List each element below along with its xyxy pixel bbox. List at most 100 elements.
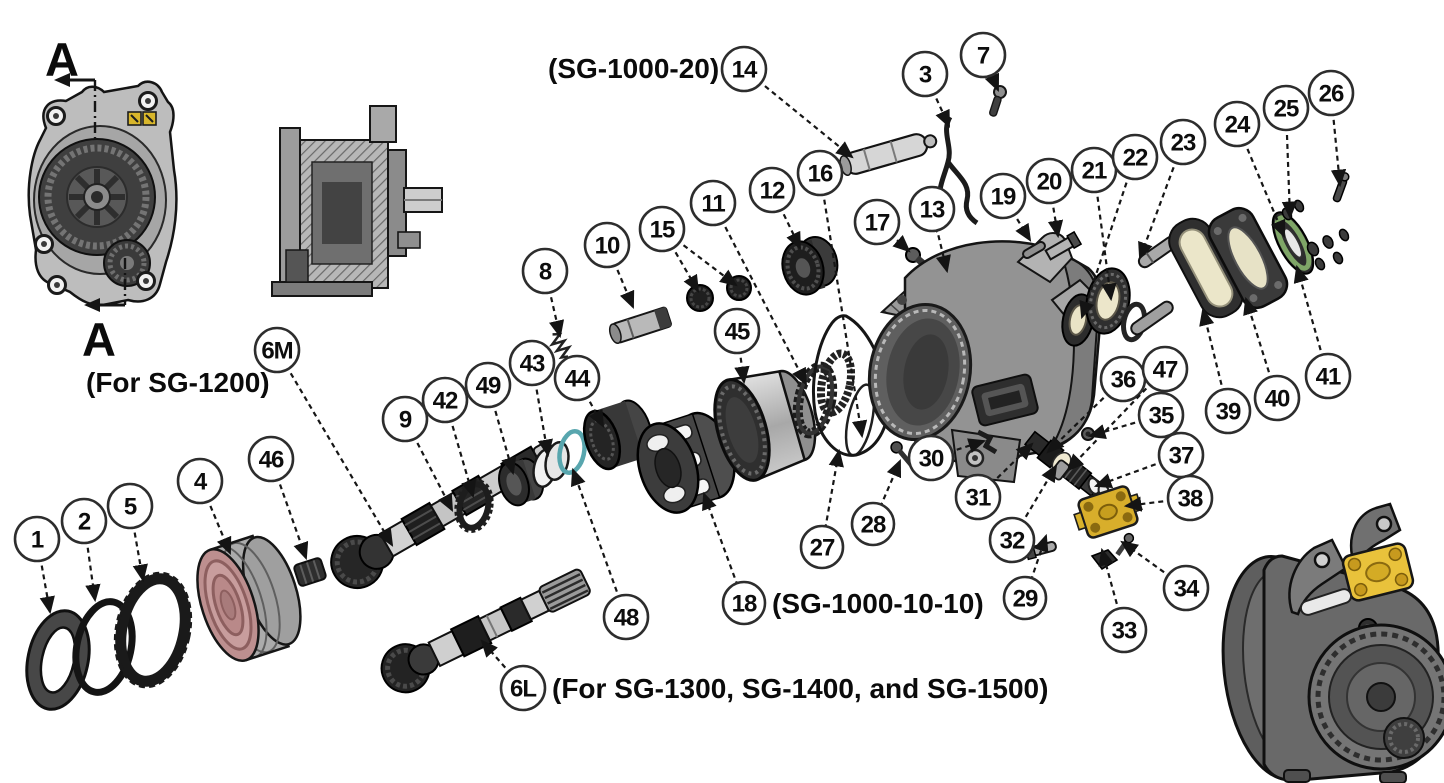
callout-circle-47 <box>1141 345 1189 393</box>
callout-circle-4 <box>176 457 224 505</box>
callout-number-16: 16 <box>808 161 833 188</box>
mount-bolts <box>34 91 158 295</box>
callout-15: 15 <box>638 205 738 293</box>
callout-circle-40 <box>1253 374 1301 422</box>
part-pin-10 <box>608 306 672 345</box>
callout-number-46: 46 <box>259 447 284 474</box>
callout-circle-1 <box>13 515 61 563</box>
callout-20: 20 <box>1025 157 1073 239</box>
callout-circle-24 <box>1213 100 1261 148</box>
callout-leader-6M <box>276 349 394 547</box>
label-for-sg-1300-1400-1500: (For SG-1300, SG-1400, and SG-1500) <box>552 673 1048 704</box>
callout-number-45: 45 <box>725 319 750 346</box>
callout-40: 40 <box>1243 296 1301 422</box>
part-valve-block-38 <box>1073 485 1143 539</box>
section-label-a-top: A <box>45 33 79 86</box>
part-oring-2 <box>72 598 136 696</box>
callout-number-6L: 6L <box>510 676 536 703</box>
callout-33: 33 <box>1098 547 1148 654</box>
callout-circle-41 <box>1304 352 1352 400</box>
callout-number-40: 40 <box>1265 386 1290 413</box>
callout-27: 27 <box>799 448 845 570</box>
callout-number-20: 20 <box>1037 169 1062 196</box>
part-pinion-gears-15 <box>686 275 752 312</box>
label-sg-1000-20: (SG-1000-20) <box>548 53 719 84</box>
callout-10: 10 <box>583 221 635 310</box>
callout-number-39: 39 <box>1216 399 1241 426</box>
callout-circle-13 <box>908 185 956 233</box>
callout-31: 31 <box>954 442 1034 521</box>
callout-17: 17 <box>853 198 911 253</box>
callout-41: 41 <box>1293 264 1352 400</box>
callout-7: 7 <box>959 31 1007 93</box>
part-shaft-6l <box>380 568 591 694</box>
callout-22: 22 <box>1079 133 1159 320</box>
callout-number-29: 29 <box>1013 586 1038 613</box>
callout-circle-12 <box>748 166 796 214</box>
part-bolt-20 <box>1044 230 1083 261</box>
callout-4: 4 <box>176 457 232 556</box>
yellow-vent-detail <box>127 111 157 126</box>
callout-circle-48 <box>602 593 650 641</box>
callout-leader-42 <box>443 399 477 499</box>
part-nut-35 <box>1081 427 1095 441</box>
callout-number-34: 34 <box>1174 576 1200 603</box>
part-bearing-plate-40 <box>1207 206 1289 310</box>
part-roll-pin-23b <box>1130 300 1174 336</box>
callout-5: 5 <box>106 482 154 583</box>
callout-circle-49 <box>464 361 512 409</box>
main-gear <box>38 138 156 256</box>
callout-44: 44 <box>553 354 605 428</box>
callout-1: 1 <box>13 515 61 615</box>
callout-48: 48 <box>570 467 650 641</box>
callout-number-49: 49 <box>476 373 501 400</box>
callout-number-38: 38 <box>1178 486 1203 513</box>
callout-leader-11 <box>712 202 808 386</box>
callout-30: 30 <box>907 434 987 482</box>
callout-number-48: 48 <box>614 605 639 632</box>
part-elbow-30 <box>976 429 998 455</box>
callout-46: 46 <box>247 435 309 561</box>
callout-circle-32 <box>988 516 1036 564</box>
callout-25: 25 <box>1262 84 1310 220</box>
callout-23: 23 <box>1138 118 1207 261</box>
callout-number-1: 1 <box>31 527 44 554</box>
callout-16: 16 <box>796 149 868 439</box>
assembled-view-rear <box>1221 502 1444 783</box>
callout-circle-6M <box>253 326 301 374</box>
callout-42: 42 <box>421 376 477 499</box>
callout-28: 28 <box>850 458 902 547</box>
callout-6L: 6L <box>480 639 547 712</box>
callout-leader-15 <box>661 228 738 287</box>
callout-number-25: 25 <box>1274 96 1299 123</box>
callout-24: 24 <box>1213 100 1286 239</box>
callout-circle-8 <box>521 247 569 295</box>
callout-number-8: 8 <box>539 259 552 286</box>
callout-circle-34 <box>1162 564 1210 612</box>
callout-circle-7 <box>959 31 1007 79</box>
callout-number-7: 7 <box>977 43 990 70</box>
callout-circle-6L <box>499 664 547 712</box>
callout-number-36: 36 <box>1111 367 1136 394</box>
callout-number-37: 37 <box>1169 443 1194 470</box>
callout-18: 18 <box>702 491 767 626</box>
callout-number-44: 44 <box>565 366 591 393</box>
callout-6M: 6M <box>253 326 394 547</box>
callout-circle-14 <box>720 45 768 93</box>
callout-14: 14 <box>720 45 854 159</box>
callout-circle-23 <box>1159 118 1207 166</box>
callout-number-17: 17 <box>865 210 890 237</box>
part-small-hardware <box>1281 199 1350 271</box>
callout-circle-30 <box>907 434 955 482</box>
callout-circle-42 <box>421 376 469 424</box>
part-clutch-hub-18 <box>636 411 736 514</box>
part-mainshaft-6m <box>330 440 558 589</box>
callout-number-28: 28 <box>861 512 886 539</box>
label-sg-1000-10-10: (SG-1000-10-10) <box>772 588 984 619</box>
callout-number-32: 32 <box>1000 528 1025 555</box>
callout-49: 49 <box>464 361 517 476</box>
callout-number-21: 21 <box>1082 158 1107 185</box>
callout-circle-44 <box>553 354 601 402</box>
callout-leader-49 <box>486 384 517 476</box>
